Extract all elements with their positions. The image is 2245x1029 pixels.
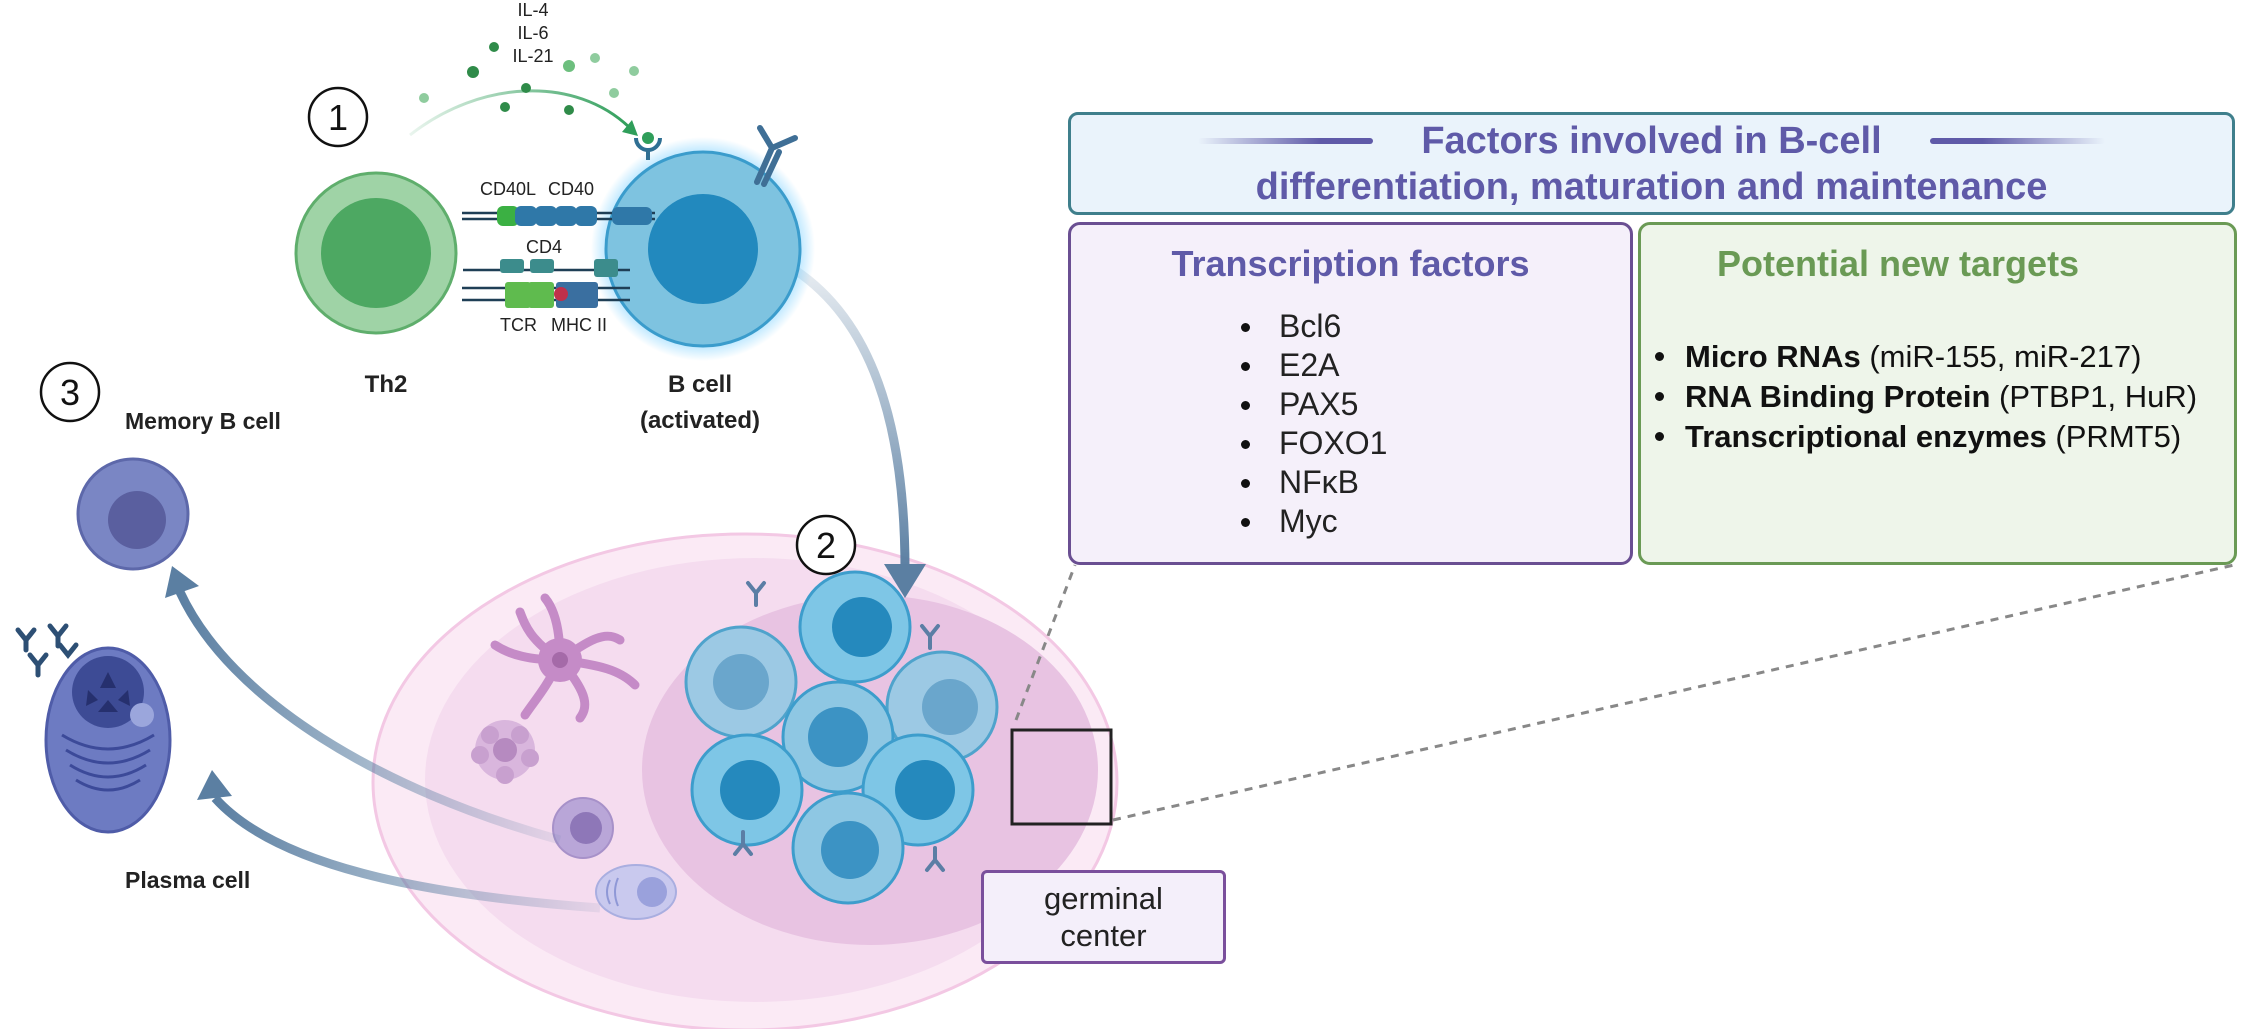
cytokine-particles <box>419 42 639 115</box>
arrow-head <box>165 566 199 598</box>
target-name: RNA Binding Protein <box>1685 379 1991 414</box>
bcell-nucleus <box>648 194 758 304</box>
potential-targets-panel: Potential new targets Micro RNAs (miR-15… <box>1638 222 2237 565</box>
th2-label: Th2 <box>365 371 408 398</box>
memory-bcell-label: Memory B cell <box>125 408 281 434</box>
cd4-molecule <box>500 259 524 273</box>
svg-text:3: 3 <box>60 372 80 413</box>
cytokine-arrow <box>409 89 632 137</box>
step-marker-2: 2 <box>795 514 857 576</box>
arrow-to-plasma-cell <box>211 794 601 913</box>
memory-bcell-nucleus <box>108 491 166 549</box>
list-item: Micro RNAs (miR-155, miR-217) <box>1649 337 2197 377</box>
list-item: Transcriptional enzymes (PRMT5) <box>1649 417 2197 457</box>
potential-targets-list: Micro RNAs (miR-155, miR-217) RNA Bindin… <box>1649 337 2197 457</box>
list-item: E2A <box>1241 346 1387 385</box>
svg-text:1: 1 <box>328 97 348 138</box>
list-item: PAX5 <box>1241 385 1387 424</box>
bcr-antibody-icon <box>754 125 798 187</box>
factors-title-line2: differentiation, maturation and maintena… <box>1255 165 2048 208</box>
step-marker-3: 3 <box>39 361 101 423</box>
cd40l-label: CD40L <box>480 179 536 199</box>
germinal-center-label: center <box>1060 918 1147 953</box>
arrow-head <box>884 564 926 598</box>
transcription-factors-panel: Transcription factors Bcl6 E2A PAX5 FOXO… <box>1068 222 1633 565</box>
list-item: NFκB <box>1241 463 1387 502</box>
plasma-cell <box>44 646 172 834</box>
factors-title-panel: Factors involved in B-cell differentiati… <box>1068 112 2235 215</box>
zoom-dashed-line <box>1014 564 1077 721</box>
cytokine-label: IL-4 <box>517 0 548 20</box>
transcription-factors-list: Bcl6 E2A PAX5 FOXO1 NFκB Myc <box>1241 307 1387 541</box>
bcell-label-sub: (activated) <box>640 407 760 434</box>
bcell-label: B cell <box>668 371 732 398</box>
cd4-label: CD4 <box>526 237 562 257</box>
cytokine-receptor-icon <box>634 132 662 160</box>
cd40-molecule <box>555 206 577 226</box>
mhc-molecule <box>556 282 598 308</box>
arrow-to-memory-cell <box>175 590 562 845</box>
arrow-head <box>622 120 638 136</box>
target-examples: (PRMT5) <box>2046 419 2182 454</box>
secreted-antibody-icon <box>15 623 79 678</box>
decorative-line <box>1929 137 2105 144</box>
cd40l-molecule <box>497 206 519 226</box>
arrow-head <box>197 770 232 800</box>
decorative-line <box>1198 137 1374 144</box>
cytokine-label: IL-6 <box>517 23 548 43</box>
tcr-molecule <box>505 282 531 308</box>
zoom-box <box>1010 728 1113 826</box>
immune-synapse <box>462 206 655 308</box>
tcr-label: TCR <box>500 315 537 335</box>
list-item: Myc <box>1241 502 1387 541</box>
germinal-center-label-box: germinal center <box>981 870 1226 964</box>
transcription-factors-heading: Transcription factors <box>1171 243 1530 284</box>
mhc-label: MHC II <box>551 315 607 335</box>
th2-nucleus <box>321 198 431 308</box>
factors-title-line1: Factors involved in B-cell <box>1421 119 1882 162</box>
target-examples: (PTBP1, HuR) <box>1990 379 2198 414</box>
antibody-icon <box>733 581 945 872</box>
plasma-cell-label: Plasma cell <box>125 867 250 893</box>
potential-targets-heading: Potential new targets <box>1717 243 2080 284</box>
target-name: Micro RNAs <box>1685 339 1861 374</box>
gc-bcell-cluster <box>684 570 999 905</box>
list-item: Bcl6 <box>1241 307 1387 346</box>
list-item: RNA Binding Protein (PTBP1, HuR) <box>1649 377 2197 417</box>
list-item: FOXO1 <box>1241 424 1387 463</box>
arrow-to-germinal-center <box>792 266 910 571</box>
target-examples: (miR-155, miR-217) <box>1860 339 2142 374</box>
step-marker-1: 1 <box>307 86 369 148</box>
svg-text:2: 2 <box>816 525 836 566</box>
dendritic-cell-icon <box>490 593 640 723</box>
target-name: Transcriptional enzymes <box>1685 419 2047 454</box>
stromal-cell-icon <box>471 720 539 784</box>
germinal-center-label: germinal <box>1044 881 1163 916</box>
cytokine-label: IL-21 <box>512 46 553 66</box>
peptide-antigen <box>554 287 568 301</box>
cd40-label: CD40 <box>548 179 594 199</box>
zoom-dashed-line <box>1112 563 2235 822</box>
